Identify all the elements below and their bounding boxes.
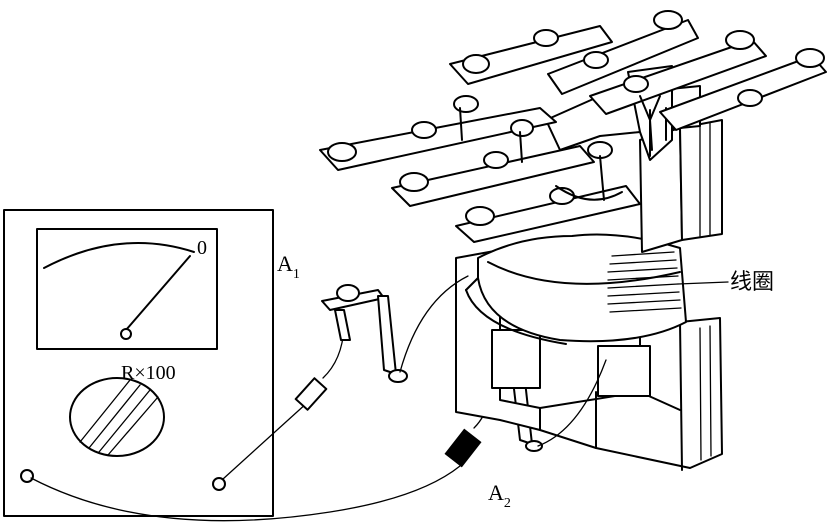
contact-arm-6 <box>589 30 767 115</box>
multimeter: 0 R×100 <box>3 209 274 517</box>
terminal-left[interactable] <box>20 469 34 483</box>
coil-label-leader <box>677 281 729 285</box>
range-label: R×100 <box>121 362 176 384</box>
test-leads <box>30 327 489 522</box>
relay-yoke <box>455 249 723 469</box>
meter-scale-arc <box>43 242 195 269</box>
contact-arm-3 <box>455 141 641 243</box>
probe-plug-a1[interactable] <box>294 377 328 411</box>
needle-pivot <box>120 328 132 340</box>
contact-arm-7 <box>659 48 827 131</box>
relay-coil <box>465 233 687 345</box>
range-selector-knob[interactable] <box>69 377 165 457</box>
coil-lead-a2 <box>537 359 607 447</box>
fork-contact <box>639 95 661 151</box>
relay: 线圈 <box>319 10 827 471</box>
contact-arm-5 <box>547 10 699 95</box>
contact-arm-1 <box>319 95 557 171</box>
label-a1: A1 <box>277 251 300 282</box>
coil-label: 线圈 <box>730 270 774 295</box>
coil-lead-a1 <box>399 275 469 373</box>
label-a2: A2 <box>488 480 511 511</box>
contact-arm-4 <box>449 25 613 85</box>
scale-zero-label: 0 <box>197 237 207 259</box>
probe-plug-a2[interactable] <box>444 428 482 468</box>
terminal-a1[interactable] <box>321 284 408 383</box>
lead-wire-right <box>222 401 309 480</box>
lead-wire-left <box>30 465 461 522</box>
terminal-right[interactable] <box>212 477 226 491</box>
contact-arm-2 <box>391 119 595 207</box>
meter-needle <box>125 255 191 331</box>
